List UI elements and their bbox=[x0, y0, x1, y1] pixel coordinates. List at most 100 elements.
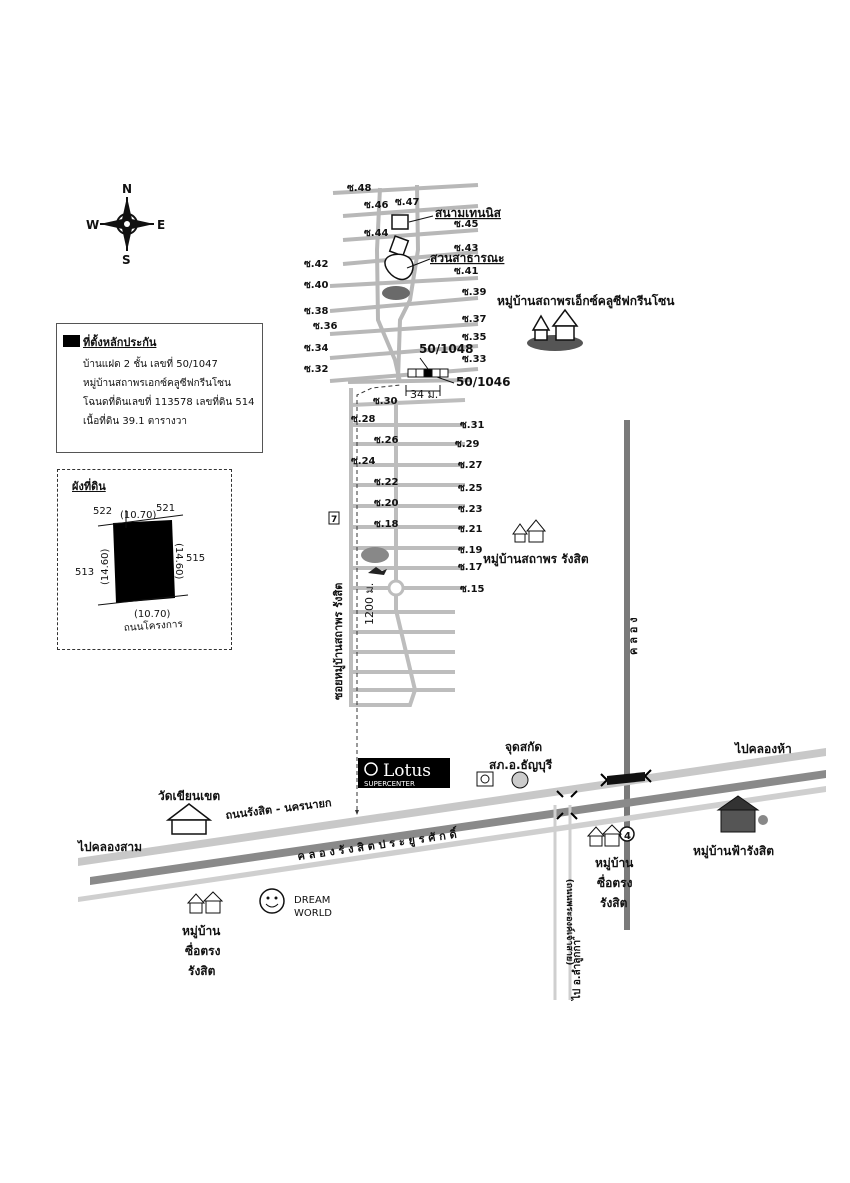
collateral-line-4: เนื้อที่ดิน 39.1 ตารางวา bbox=[83, 416, 188, 427]
dream-label: DREAM bbox=[294, 895, 330, 906]
plot-left-depth: (14.60) bbox=[100, 548, 111, 585]
tennis-label: สนามเทนนิส bbox=[435, 206, 502, 220]
collateral-info-box: ที่ตั้งหลักประกัน บ้านแฝด 2 ชั้น เลขที่ … bbox=[56, 323, 263, 453]
soi-19: ซ.19 bbox=[458, 545, 483, 556]
khlong-vertical-label: ค ล อ ง bbox=[627, 617, 640, 655]
soi-43: ซ.43 bbox=[454, 243, 479, 254]
collateral-line-1: บ้านแฝด 2 ชั้น เลขที่ 50/1047 bbox=[83, 359, 218, 370]
village-sue-left-icon bbox=[186, 891, 224, 914]
compass-icon: N S E W bbox=[86, 182, 165, 267]
soi-38: ซ.38 bbox=[304, 306, 329, 317]
soi-32: ซ.32 bbox=[304, 364, 329, 375]
village-sue-left-1: หมู่บ้าน bbox=[182, 924, 221, 939]
police-icons bbox=[476, 771, 529, 789]
police-label: สภ.อ.ธัญบุรี bbox=[489, 758, 553, 773]
distance-1200: 1200 ม. bbox=[363, 583, 376, 625]
distance-34: 34 ม. bbox=[410, 388, 438, 401]
lot-522: 522 bbox=[93, 506, 112, 517]
main-road-label: ถนนรังสิต - นครนายก bbox=[225, 796, 333, 822]
lot-513: 513 bbox=[75, 567, 94, 578]
soi-26: ซ.26 bbox=[374, 435, 399, 446]
svg-text:7: 7 bbox=[331, 515, 337, 525]
plot-diagram: ผังที่ดิน (10.70) (10.70) (14.60) (14.60… bbox=[57, 469, 232, 650]
village-exclusive-label: หมู่บ้านสถาพรเอ็กซ์คลูซีฟกรีนโซน bbox=[497, 293, 675, 309]
plot-drawing: (10.70) (10.70) (14.60) (14.60) 522 521 … bbox=[75, 503, 205, 634]
soi-23: ซ.23 bbox=[458, 504, 483, 515]
soi-27: ซ.27 bbox=[458, 460, 483, 471]
village-exclusive-icon bbox=[527, 308, 583, 351]
soi-36: ซ.36 bbox=[313, 321, 338, 332]
soi-35: ซ.35 bbox=[462, 332, 487, 343]
to-khlong-ha: ไปคลองห้า bbox=[733, 741, 792, 756]
village-sue-right-1: หมู่บ้าน bbox=[595, 856, 634, 871]
world-label: WORLD bbox=[294, 908, 332, 919]
soi-45: ซ.45 bbox=[454, 219, 479, 230]
collateral-line-2: หมู่บ้านสถาพรเอกซ์คลูซีฟกรีนโซน bbox=[83, 378, 231, 389]
temple-icon bbox=[165, 803, 213, 835]
village-fah-label: หมู่บ้านฟ้ารังสิต bbox=[693, 844, 774, 859]
collateral-marker-swatch bbox=[63, 335, 80, 347]
soi-42: ซ.42 bbox=[304, 259, 329, 270]
seven-eleven-icon: 7 bbox=[328, 511, 340, 525]
soi-22: ซ.22 bbox=[374, 477, 399, 488]
village-rangsit-icon bbox=[512, 519, 547, 543]
village-rangsit-label: หมู่บ้านสถาพร รังสิต bbox=[483, 552, 589, 567]
checkpoint-label: จุดสกัด bbox=[505, 740, 542, 755]
lot-515: 515 bbox=[186, 553, 205, 564]
soi-33: ซ.33 bbox=[462, 354, 487, 365]
lower-streets bbox=[349, 388, 466, 707]
to-khlong-sam: ไปคลองสาม bbox=[76, 839, 142, 854]
soi-15: ซ.15 bbox=[460, 584, 485, 595]
soi-21: ซ.21 bbox=[458, 524, 483, 535]
village-fah-icon bbox=[716, 795, 768, 833]
temple-label: วัดเขียนเขต bbox=[158, 789, 220, 803]
park-label: สวนสาธารณะ bbox=[430, 251, 504, 265]
route-number: 4 bbox=[624, 831, 631, 842]
village-sue-right-2: ซื่อตรง bbox=[597, 874, 633, 890]
plot-road: ถนนโครงการ bbox=[123, 617, 183, 634]
collateral-line-3: โฉนดที่ดินเลขที่ 113578 เลขที่ดิน 514 bbox=[83, 397, 255, 408]
lotus-name: Lotus bbox=[383, 761, 431, 781]
upper-streets bbox=[329, 183, 479, 384]
soi-40: ซ.40 bbox=[304, 280, 329, 291]
smiley-icon bbox=[259, 888, 285, 914]
soi-39: ซ.39 bbox=[462, 287, 487, 298]
village-sue-left-3: รังสิต bbox=[188, 964, 216, 978]
house-50-1048: 50/1048 bbox=[419, 342, 473, 356]
village-sue-left-2: ซื่อตรง bbox=[185, 942, 221, 958]
soi-20: ซ.20 bbox=[374, 498, 399, 509]
lot-521: 521 bbox=[156, 503, 175, 514]
compass-south: S bbox=[122, 253, 131, 267]
plot-right-depth: (14.60) bbox=[173, 543, 184, 580]
soi-31: ซ.31 bbox=[460, 420, 485, 431]
village-sue-right-icon bbox=[586, 824, 623, 847]
compass-east: E bbox=[157, 218, 165, 232]
lotus-sub: SUPERCENTER bbox=[364, 780, 415, 788]
lotus-logo: Lotus SUPERCENTER bbox=[358, 758, 450, 788]
soi-48: ซ.48 bbox=[347, 183, 372, 194]
soi-18: ซ.18 bbox=[374, 519, 399, 530]
soi-34: ซ.34 bbox=[304, 343, 329, 354]
soi-47: ซ.47 bbox=[395, 197, 420, 208]
soi-24: ซ.24 bbox=[351, 456, 376, 467]
to-lamlukka-label: ไป อ.ลำลูกกา bbox=[570, 940, 584, 1001]
soi-30: ซ.30 bbox=[373, 396, 398, 407]
soi-17: ซ.17 bbox=[458, 562, 483, 573]
soi-46: ซ.46 bbox=[364, 200, 389, 211]
house-50-1046: 50/1046 bbox=[456, 375, 510, 389]
soi-29: ซ.29 bbox=[455, 439, 480, 450]
compass-north: N bbox=[122, 182, 132, 196]
village-sue-right-3: รังสิต bbox=[600, 896, 628, 910]
soi-25: ซ.25 bbox=[458, 483, 483, 494]
plot-top-width: (10.70) bbox=[120, 510, 157, 521]
plot-title: ผังที่ดิน bbox=[72, 480, 106, 493]
soi-41: ซ.41 bbox=[454, 266, 479, 277]
compass-west: W bbox=[86, 218, 99, 232]
road-phra-label: (ถนนพระองค์เจ้าสาย) bbox=[564, 879, 576, 966]
main-soi-label: ซอยหมู่บ้านสถาพร รังสิต bbox=[332, 583, 346, 700]
plot-bottom-width: (10.70) bbox=[134, 609, 171, 620]
soi-37: ซ.37 bbox=[462, 314, 487, 325]
soi-44: ซ.44 bbox=[364, 228, 389, 239]
collateral-title: ที่ตั้งหลักประกัน bbox=[83, 336, 157, 349]
